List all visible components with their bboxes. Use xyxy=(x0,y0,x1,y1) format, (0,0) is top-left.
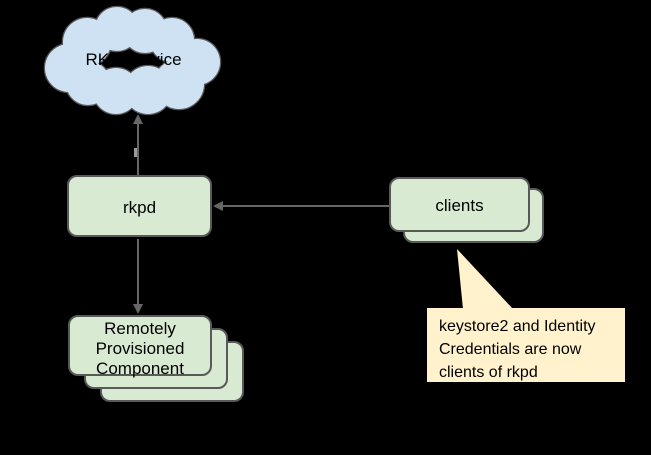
arrow-rkpd-to-cloud xyxy=(137,123,139,175)
arrowhead-left-icon xyxy=(213,201,223,211)
rpc-box-front: Remotely Provisioned Component xyxy=(68,315,212,379)
arrow-clients-to-rkpd xyxy=(222,205,389,207)
arrow-rkpd-to-rpc xyxy=(137,239,139,305)
rkpd-box: rkpd xyxy=(67,175,212,237)
rpc-label-line-2: Provisioned xyxy=(95,339,185,358)
arrow-midpoint-dash xyxy=(134,148,137,157)
clients-box-front: clients xyxy=(389,177,530,232)
note-text-line-1: keystore2 and Identity xyxy=(439,318,596,335)
note-tail xyxy=(457,249,513,309)
rkpd-label: rkpd xyxy=(122,198,157,217)
rkp-service-label: RKP Service xyxy=(85,50,182,69)
cloud-shape-icon xyxy=(43,5,222,116)
note-text-line-3: clients of rkpd xyxy=(439,364,538,381)
arrowhead-up-icon xyxy=(133,114,143,124)
note-bubble: keystore2 and Identity Credentials are n… xyxy=(427,308,625,382)
rpc-label-line-1: Remotely xyxy=(104,319,176,338)
note-text-line-2: Credentials are now xyxy=(439,341,582,358)
rpc-label-line-3: Component xyxy=(96,359,184,378)
clients-label: clients xyxy=(435,196,484,215)
arrowhead-down-icon xyxy=(133,304,143,314)
rkp-service-cloud: RKP Service xyxy=(42,5,225,118)
rpc-label: Remotely Provisioned Component xyxy=(70,319,210,379)
